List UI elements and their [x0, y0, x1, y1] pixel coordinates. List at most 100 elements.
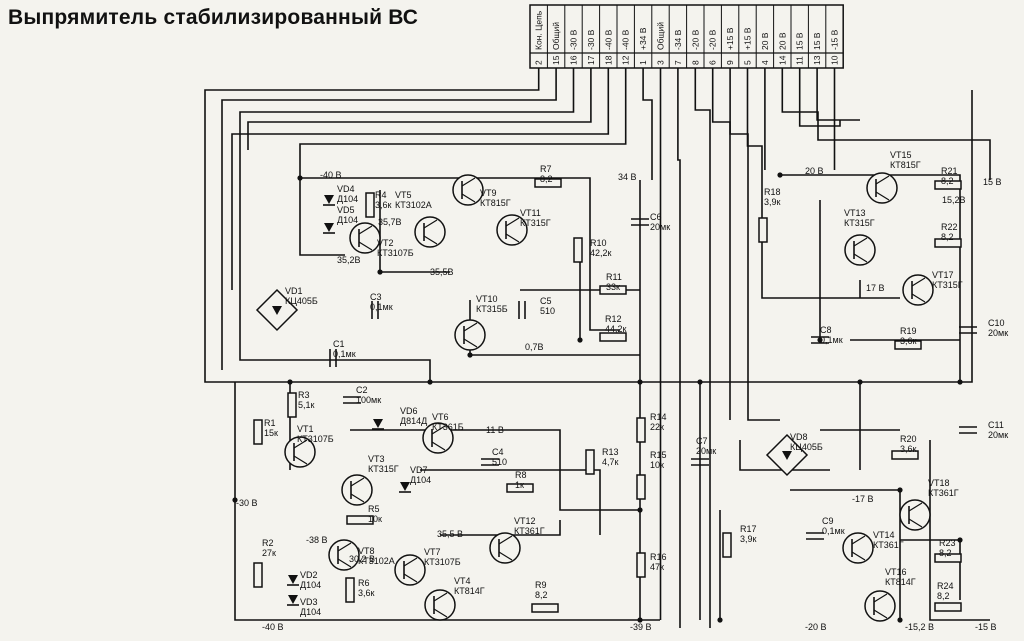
transistor-body	[414, 216, 446, 248]
wire	[729, 68, 780, 421]
diode-ref: VD3	[300, 597, 318, 607]
connector-pin-number: 8	[690, 60, 700, 65]
connector-function-label: -40 В	[621, 29, 631, 50]
resistor-value: 10к	[650, 460, 664, 470]
resistor-ref: R17	[740, 524, 757, 534]
capacitor-ref: C3	[370, 292, 382, 302]
transistor-ref: VT13	[844, 208, 866, 218]
wire	[694, 68, 711, 628]
resistor-ref: R20	[900, 434, 917, 444]
diode-ref: VD4	[337, 184, 355, 194]
wire	[247, 68, 592, 150]
transistor-ref: VT3	[368, 454, 385, 464]
resistor-ref: R1	[264, 418, 276, 428]
resistor-body	[891, 450, 919, 460]
resistor-value: 3,6к	[900, 336, 917, 346]
transistor-emitter	[875, 191, 890, 201]
resistor-ref: R6	[358, 578, 370, 588]
resistor-ref: R10	[590, 238, 607, 248]
transistor-ref: VT9	[480, 188, 497, 198]
junction-dot	[287, 379, 293, 385]
resistor-ref: R23	[939, 538, 956, 548]
connector-function-label: -20 В	[690, 29, 700, 50]
transistor-body	[866, 172, 898, 204]
resistor-value: 3,6к	[900, 444, 917, 454]
transistor-collector	[433, 592, 448, 602]
transistor-part: КТ3107Б	[424, 557, 461, 567]
transistor-body	[394, 554, 426, 586]
wire	[231, 68, 610, 290]
resistor-body	[534, 178, 562, 188]
resistor-body	[636, 474, 646, 500]
connector-function-label: +15 В	[725, 27, 735, 50]
resistor-value: 8,2	[941, 232, 954, 242]
resistor-value: 8,2	[941, 176, 954, 186]
transistor-body	[284, 436, 316, 468]
transistor-emitter	[337, 558, 352, 568]
transistor-part: КТ361Б	[432, 422, 464, 432]
resistor-ref: R2	[262, 538, 274, 548]
resistor-body	[573, 237, 583, 263]
transistor-part: КТ3107Б	[377, 248, 414, 258]
capacitor-value: 510	[540, 306, 555, 316]
connector-function-label: 20 В	[760, 32, 770, 50]
diode-ref: VD5	[337, 205, 355, 215]
connector-function-label: 20 В	[777, 32, 787, 50]
junction-dot	[377, 269, 383, 275]
diode-part: Д104	[337, 194, 358, 204]
connector-pin-number: 16	[569, 55, 579, 65]
transistor-part: КТ814Г	[454, 586, 485, 596]
bridge-ref: VD1	[285, 286, 303, 296]
resistor-ref: R3	[298, 390, 310, 400]
wire	[239, 68, 575, 140]
diode-part: Д104	[337, 215, 358, 225]
resistor-body	[934, 602, 962, 612]
voltage-label: 20 В	[805, 166, 824, 176]
junction-dot	[717, 617, 723, 623]
transistor-body	[349, 222, 381, 254]
wire	[299, 68, 627, 178]
resistor-body	[934, 553, 962, 563]
resistor-body	[934, 180, 962, 190]
diode-body	[324, 195, 334, 204]
voltage-label: 35,7В	[378, 217, 402, 227]
connector-pin-number: 4	[760, 60, 770, 65]
transistor-ref: VT11	[520, 208, 541, 218]
junction-dot	[897, 487, 903, 493]
junction-dot	[637, 617, 643, 623]
junction-dot	[427, 379, 433, 385]
voltage-label: -39 В	[630, 622, 652, 632]
transistor-ref: VT15	[890, 150, 912, 160]
capacitor-c8: C80,1мк	[811, 325, 843, 345]
bridge-diode	[272, 306, 282, 315]
resistor-body	[636, 417, 646, 443]
wire	[642, 68, 653, 180]
capacitor-ref: C5	[540, 296, 552, 306]
transistor-ref: VT16	[885, 567, 907, 577]
bridge-ref: VD8	[790, 432, 808, 442]
transistor-part: КТ315Г	[932, 280, 963, 290]
transistor-emitter	[498, 551, 513, 561]
transistor-body	[452, 174, 484, 206]
junction-dot	[467, 352, 473, 358]
diode-body	[288, 575, 298, 584]
connector-function-label: -20 В	[708, 29, 718, 50]
resistor-body	[934, 238, 962, 248]
resistor-ref: R11	[606, 272, 622, 282]
transistor-collector	[875, 175, 890, 185]
transistor-part: КТ315Г	[844, 218, 875, 228]
voltage-label: -38 В	[306, 535, 328, 545]
transistor-part: КТ814Г	[885, 577, 916, 587]
